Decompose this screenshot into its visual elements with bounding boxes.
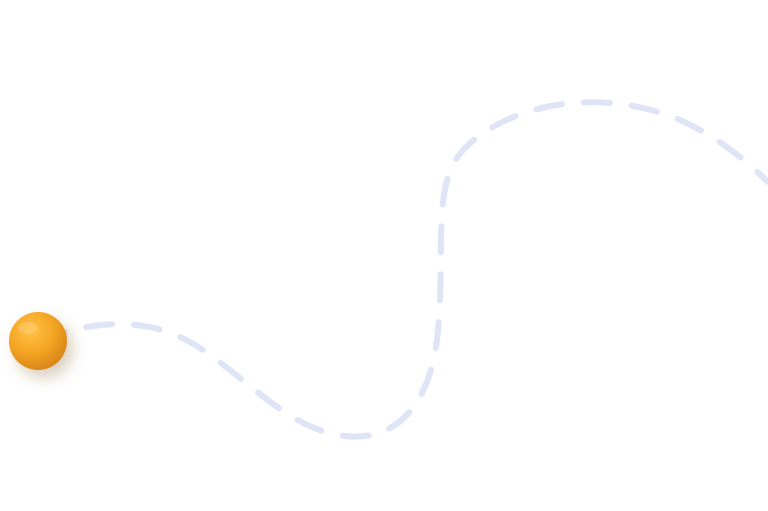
orange-ball-icon (9, 312, 67, 370)
dashed-curved-path (37, 99, 768, 440)
